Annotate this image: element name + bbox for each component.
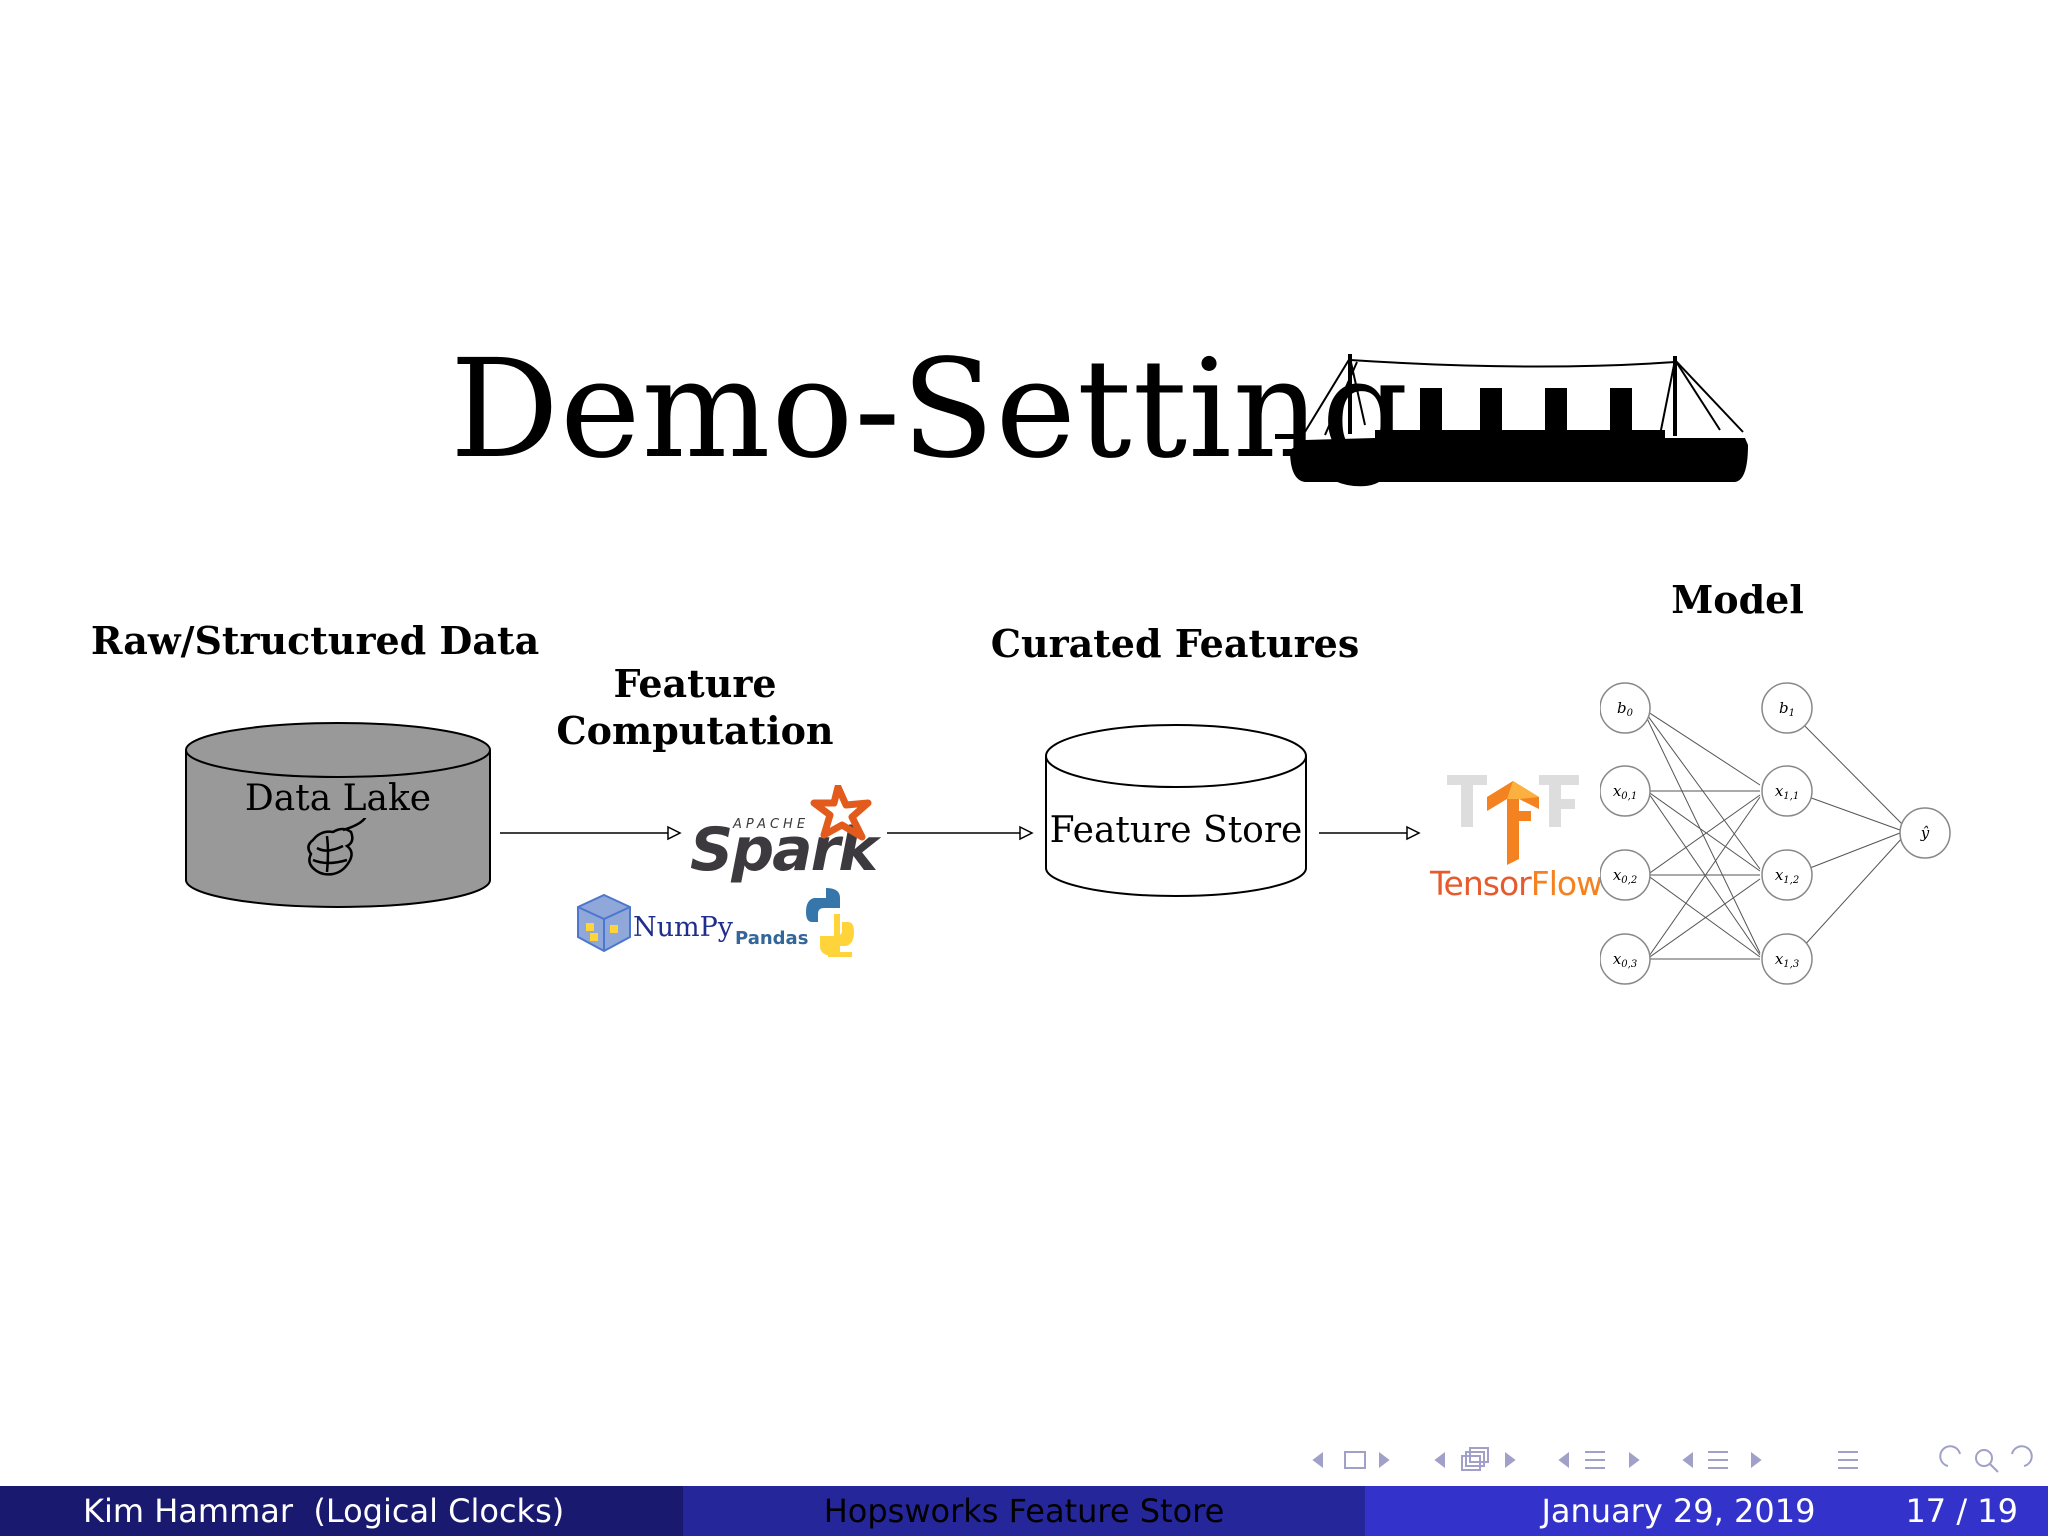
nn-input-node-1: x0,1 xyxy=(1613,782,1637,802)
spark-apache-label: APACHE xyxy=(733,817,810,832)
numpy-label: NumPy xyxy=(633,912,734,943)
nav-search-icon[interactable] xyxy=(1975,1449,1993,1467)
arrow-datalake-to-spark xyxy=(500,825,682,841)
pandas-label: Pandas xyxy=(735,928,809,949)
nn-hidden-node-2: x1,2 xyxy=(1775,866,1799,886)
nav-next-frame-icon[interactable] xyxy=(1379,1452,1390,1468)
footer-date: January 29, 2019 xyxy=(1541,1492,1816,1530)
nn-input-node-0: b0 xyxy=(1617,699,1634,719)
nn-hidden-node-1: x1,1 xyxy=(1775,782,1799,802)
stage-label-curated: Curated Features xyxy=(990,621,1360,666)
nav-next-document-icon[interactable] xyxy=(1751,1452,1762,1468)
footer-date-page: January 29, 2019 17 / 19 xyxy=(1365,1486,2048,1536)
nn-input-node-2: x0,2 xyxy=(1613,866,1637,886)
stage-label-feature-computation: Feature Computation xyxy=(556,661,834,753)
feature-store-cylinder xyxy=(1045,724,1307,897)
stage-label-raw: Raw/Structured Data xyxy=(90,618,540,663)
arrow-featurestore-to-tensorflow xyxy=(1319,825,1421,841)
nn-output-node: ŷ xyxy=(1920,824,1930,842)
slide-title: Demo-Setting xyxy=(450,331,1410,489)
nav-frame-icon[interactable] xyxy=(1344,1451,1366,1469)
nav-section-icon[interactable] xyxy=(1585,1451,1605,1469)
footer-title-text: Hopsworks Feature Store xyxy=(823,1492,1225,1530)
nav-prev-subsection-icon[interactable] xyxy=(1434,1452,1445,1468)
tensorflow-label-tensor: Tensor xyxy=(1430,864,1532,903)
neural-network-diagram: b0 x0,1 x0,2 x0,3 b1 x1,1 x1,2 x1,3 ŷ xyxy=(1600,682,1951,985)
tensorflow-icon xyxy=(1447,775,1579,865)
hadoop-hop-icon xyxy=(307,818,367,876)
nav-prev-frame-icon[interactable] xyxy=(1312,1452,1323,1468)
stage-label-model: Model xyxy=(1671,577,1804,622)
arrow-spark-to-featurestore xyxy=(887,825,1034,841)
nav-prev-section-icon[interactable] xyxy=(1558,1452,1569,1468)
nav-next-subsection-icon[interactable] xyxy=(1505,1452,1516,1468)
nn-hidden-node-0: b1 xyxy=(1779,699,1795,719)
footer-talk-title: Hopsworks Feature Store xyxy=(683,1486,1365,1536)
nav-forward-icon[interactable] xyxy=(2011,1445,2033,1467)
pandas-python-icon xyxy=(806,888,854,957)
beamer-navigation-bar xyxy=(1312,1445,2033,1473)
tensorflow-label-flow: Flow xyxy=(1530,864,1603,903)
footer-bar: Kim Hammar (Logical Clocks) Hopsworks Fe… xyxy=(0,1486,2048,1536)
ship-icon xyxy=(1275,354,1748,482)
data-lake-label: Data Lake xyxy=(244,778,432,819)
nav-document-icon[interactable] xyxy=(1708,1451,1728,1469)
nav-subsection-icon[interactable] xyxy=(1461,1447,1489,1471)
feature-store-label: Feature Store xyxy=(1049,810,1303,851)
footer-page-number: 17 / 19 xyxy=(1905,1492,2018,1530)
nav-next-section-icon[interactable] xyxy=(1629,1452,1640,1468)
spark-star-icon xyxy=(810,785,872,841)
nn-input-node-3: x0,3 xyxy=(1613,950,1637,970)
nav-back-icon[interactable] xyxy=(1939,1445,1961,1467)
footer-author-text: Kim Hammar (Logical Clocks) xyxy=(83,1492,565,1530)
nav-appendix-icon[interactable] xyxy=(1838,1451,1858,1469)
nn-hidden-node-3: x1,3 xyxy=(1775,950,1799,970)
nav-prev-document-icon[interactable] xyxy=(1682,1452,1693,1468)
tensorflow-label: TensorFlow xyxy=(1430,864,1603,903)
footer-author: Kim Hammar (Logical Clocks) xyxy=(0,1486,683,1536)
numpy-cube-icon xyxy=(577,893,631,953)
